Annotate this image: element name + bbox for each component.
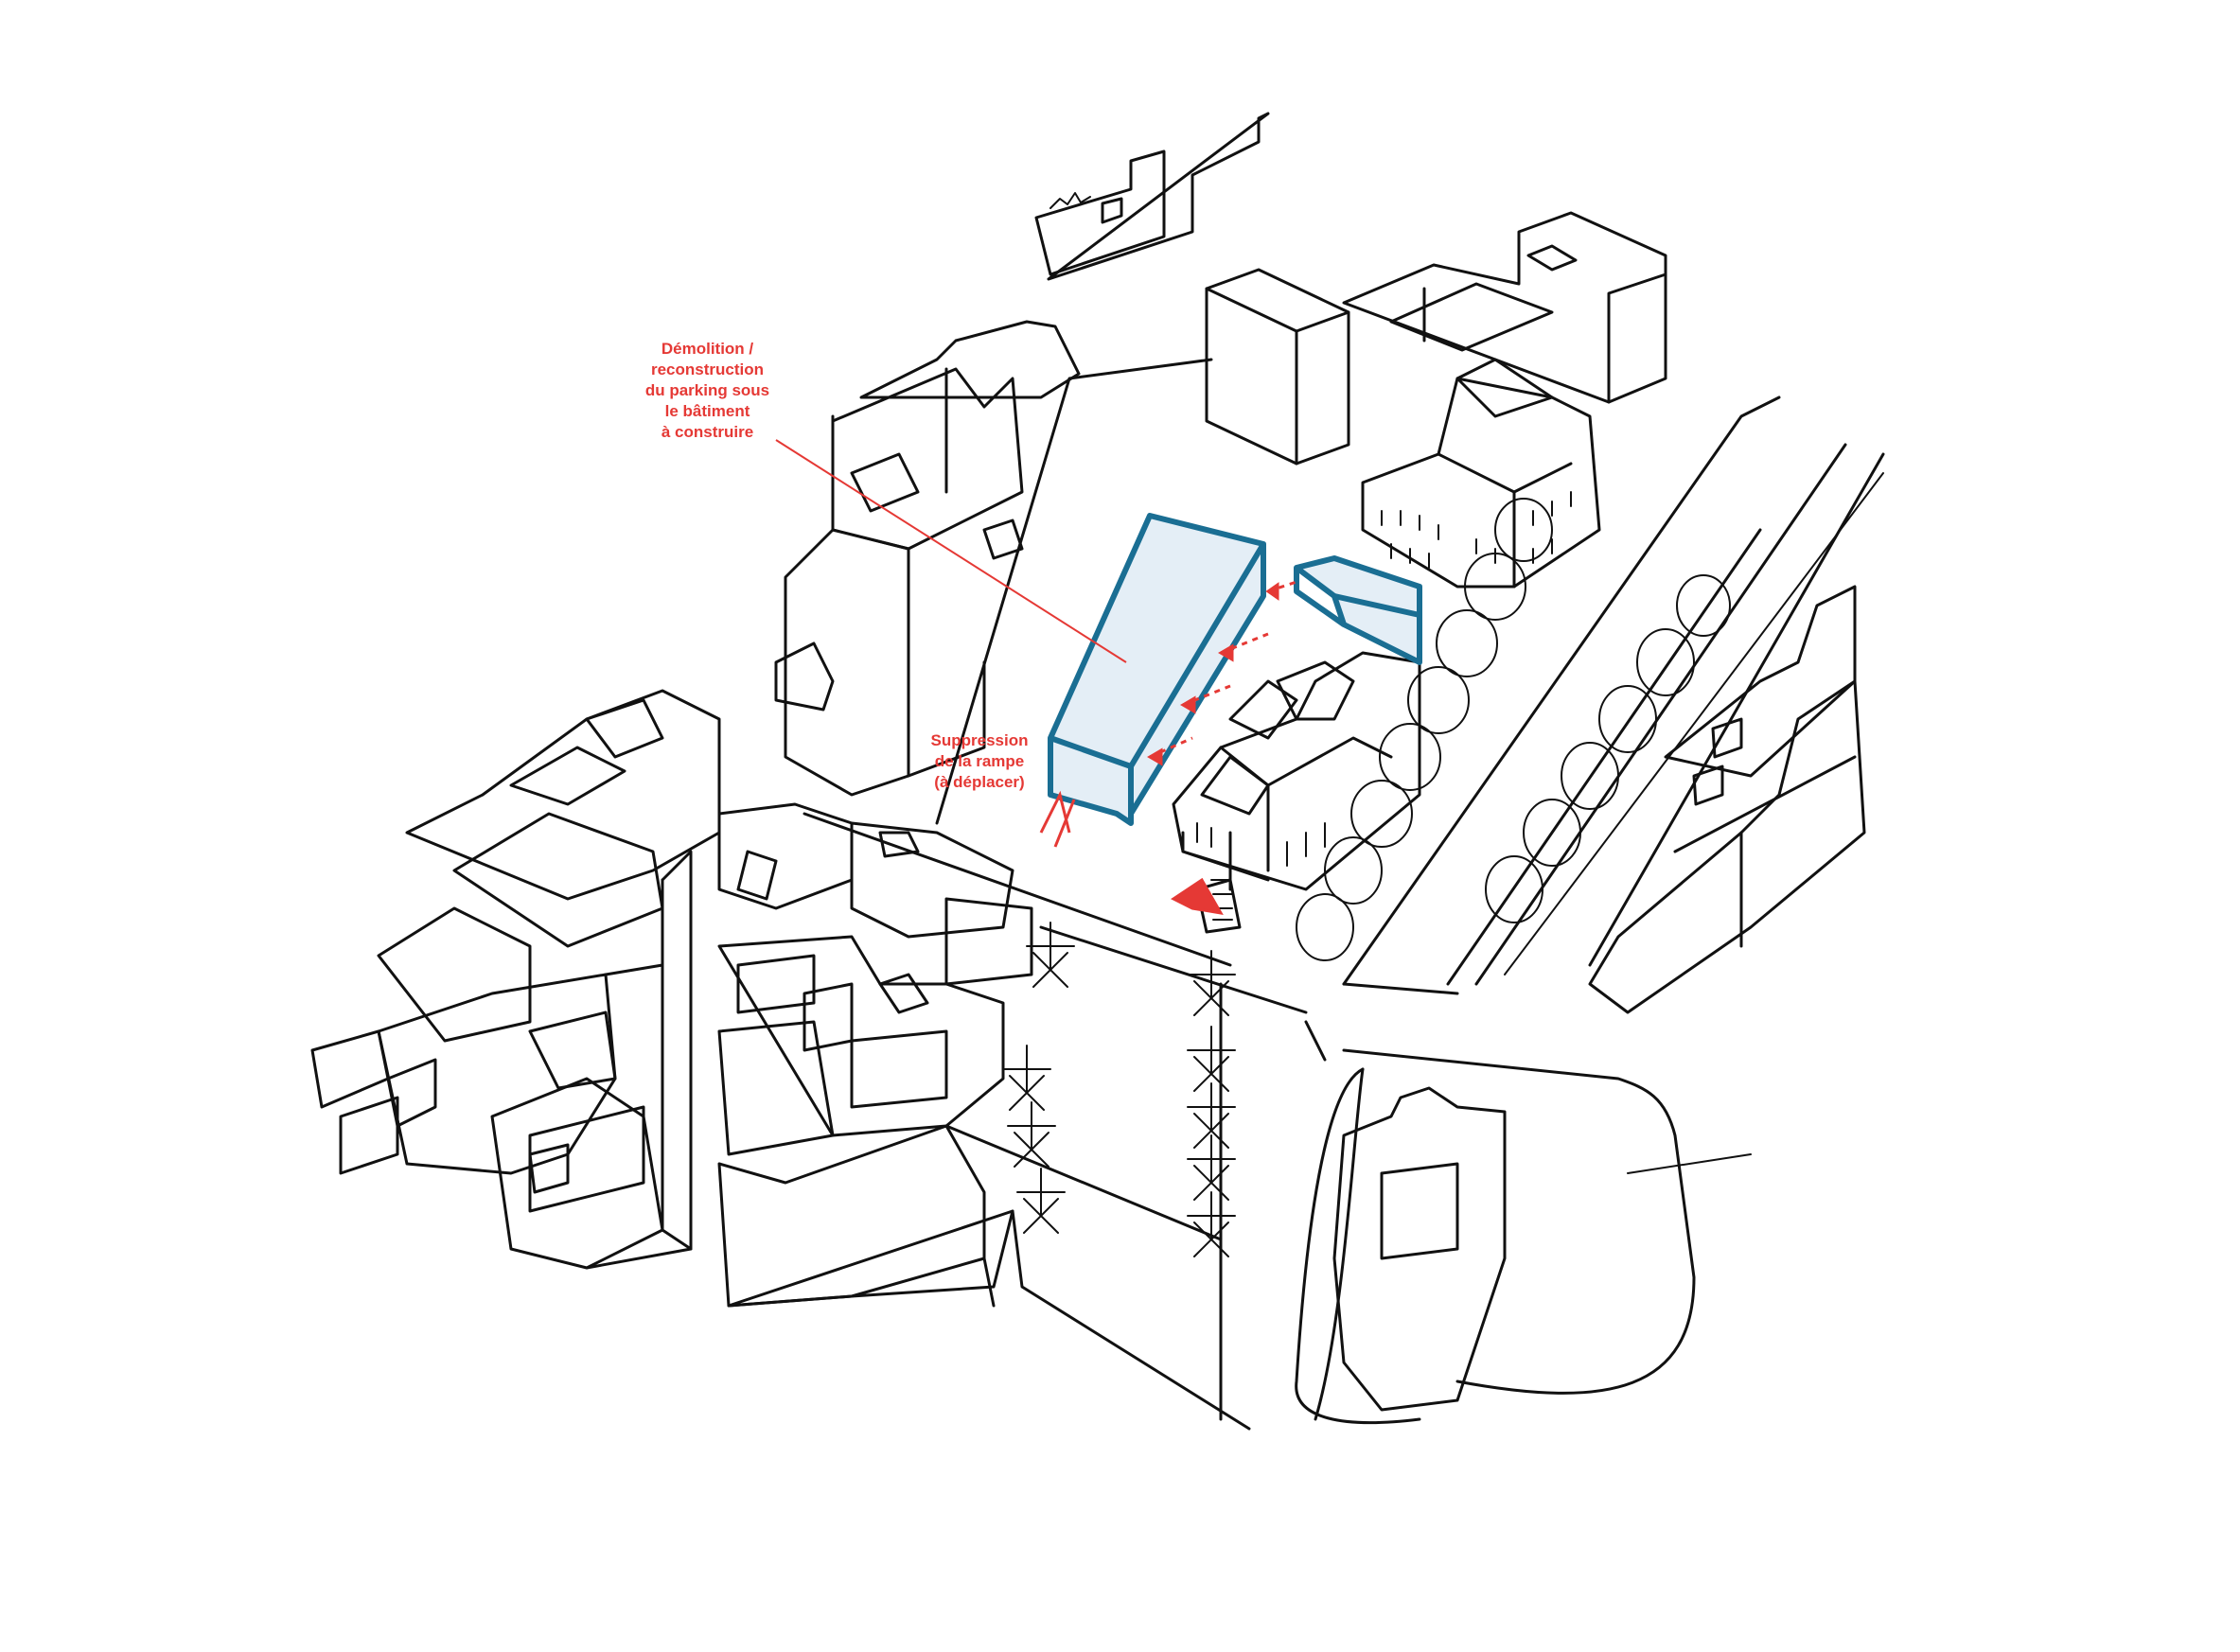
annotation-demolition: Démolition / reconstruction du parking s… [644,340,770,441]
historic-building [1172,651,1421,934]
left-building-block [774,320,1081,797]
top-tower-block [1205,268,1350,466]
annotation-ramp: Suppression de la rampe (à déplacer) [930,731,1029,791]
proposed-building-volume [1048,513,1266,826]
ramp-marker [1039,790,1076,848]
tree-row-left [1296,498,1553,961]
annotation-leader-demolition [775,439,1127,663]
track-lines [1342,395,1885,995]
top-right-building-block [1342,211,1667,404]
top-left-building-block [1034,112,1270,281]
right-building-block [1588,585,1866,1014]
tree-row-right [1485,574,1731,923]
proposed-link-volume [1294,555,1422,665]
dense-block-middle [717,802,1033,1308]
entrance-marker [1171,877,1224,915]
bottom-right-building [1332,1086,1507,1412]
tall-house [1361,358,1601,589]
palm-trees [1002,922,1236,1257]
displacement-arrows [1147,580,1297,766]
street-outlines [803,358,1857,1431]
dense-block-bottom-left [310,689,721,1270]
